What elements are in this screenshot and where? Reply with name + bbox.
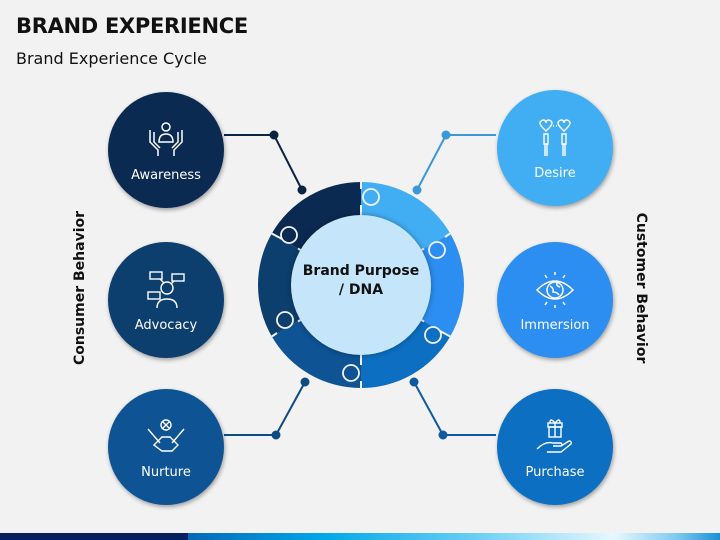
ring-segment-right: [419, 233, 464, 337]
center-label-line2: / DNA: [338, 282, 384, 298]
node-desire: Desire: [497, 90, 613, 206]
puzzle-ring: [258, 182, 464, 388]
footer-bar-gradient: [188, 533, 720, 540]
page-subtitle: Brand Experience Cycle: [16, 49, 207, 68]
person-speech-bubbles-icon: [147, 270, 185, 308]
hand-gift-icon: [536, 418, 572, 453]
connector-desire: [412, 130, 496, 195]
ring-segment-left: [258, 233, 303, 337]
node-purchase: Purchase: [497, 389, 613, 505]
node-awareness: Awareness: [108, 92, 224, 208]
handshake-icon: [147, 418, 185, 452]
node-label: Nurture: [141, 464, 191, 480]
center-label-line1: Brand Purpose: [302, 263, 420, 279]
node-nurture: Nurture: [108, 389, 224, 505]
eye-globe-icon: [535, 271, 575, 308]
footer-gradient-bar: [0, 533, 720, 540]
center-circle: [291, 215, 431, 355]
two-people-hearts-icon: [539, 118, 571, 156]
footer-bar-dark: [0, 533, 188, 540]
ring-segment-bottom-left: [271, 319, 361, 388]
ring-segment-top-right: [361, 182, 451, 251]
node-label: Immersion: [520, 317, 590, 333]
node-advocacy: Advocacy: [108, 242, 224, 358]
node-immersion: Immersion: [497, 242, 613, 358]
node-label: Desire: [534, 165, 576, 181]
connector-purchase: [409, 377, 496, 440]
center-label: Brand Purpose / DNA: [291, 262, 431, 300]
connector-nurture: [224, 377, 310, 440]
page-title: BRAND EXPERIENCE: [16, 14, 248, 38]
hands-holding-person-icon: [149, 121, 183, 156]
node-label: Awareness: [131, 167, 201, 183]
connector-awareness: [224, 130, 307, 195]
node-label: Advocacy: [134, 317, 198, 333]
node-label: Purchase: [525, 464, 585, 480]
